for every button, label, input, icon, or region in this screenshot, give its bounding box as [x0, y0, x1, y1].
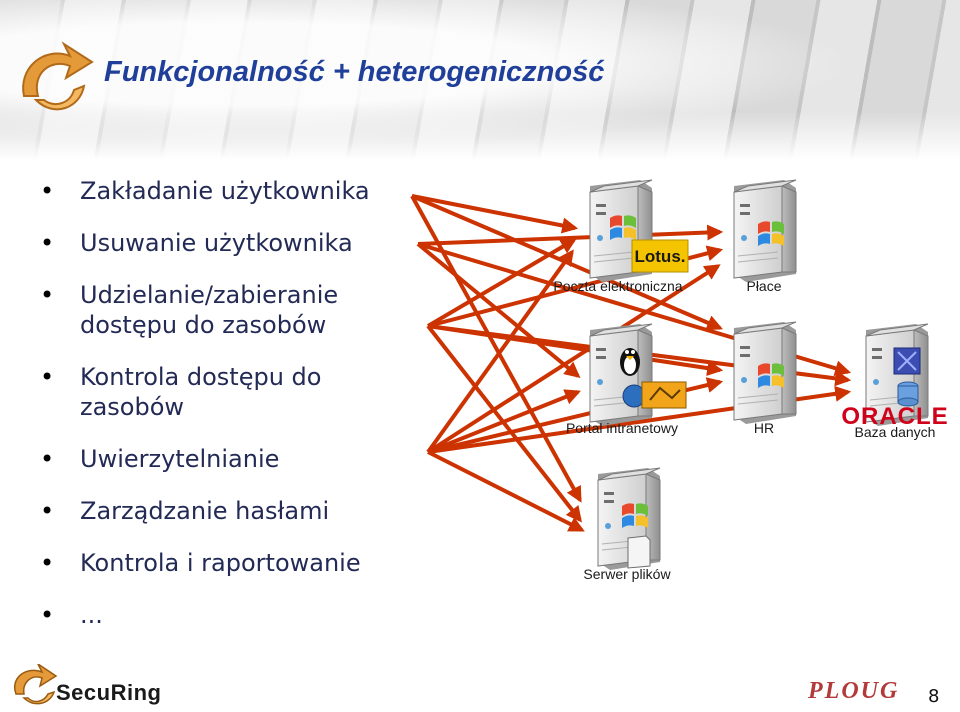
- server-baza: [865, 323, 929, 427]
- oracle-logo: ORACLE: [841, 403, 948, 430]
- bullet-item: Udzielanie/zabieranie dostępu do zasobów: [40, 280, 410, 340]
- arrow-line: [426, 249, 574, 454]
- server-tower-icon: [589, 323, 653, 427]
- securing-footer-logo-icon: [13, 664, 58, 705]
- server-pliki: [597, 467, 661, 571]
- bullet-list: Zakładanie użytkownika Usuwanie użytkown…: [40, 176, 410, 652]
- lotus-badge-text: Lotus.: [635, 247, 686, 266]
- arrow-line: [417, 224, 724, 246]
- server-portal: [589, 323, 687, 427]
- header-background: [0, 0, 960, 160]
- bullet-item: ...: [40, 600, 410, 630]
- server-label-hr: HR: [754, 420, 774, 436]
- file-icon: [627, 535, 651, 569]
- arrow-line: [416, 242, 581, 379]
- network-icon: [641, 381, 687, 409]
- bullet-item: Zarządzanie hasłami: [40, 496, 410, 526]
- server-label-pliki: Serwer plików: [583, 566, 671, 582]
- server-hr: [733, 321, 797, 425]
- slide-title: Funkcjonalność + heterogeniczność: [104, 56, 605, 88]
- server-label-portal: Portal intranetowy: [566, 420, 678, 436]
- server-poczta: Lotus.: [589, 179, 689, 283]
- server-label-place: Płace: [746, 278, 781, 294]
- bullet-item: Kontrola i raportowanie: [40, 548, 410, 578]
- arrow-line: [426, 264, 721, 454]
- bullet-item: Uwierzytelnianie: [40, 444, 410, 474]
- lotus-badge: [631, 239, 689, 273]
- server-place: [733, 179, 797, 283]
- ploug-logo: PLOUG: [808, 678, 900, 704]
- footer-company-name: SecuRing: [56, 680, 162, 705]
- tux-penguin-icon: [620, 348, 640, 376]
- arrow-line: [410, 195, 582, 503]
- securing-arrow-logo-icon: [22, 41, 94, 111]
- bullet-item: Usuwanie użytkownika: [40, 228, 410, 258]
- arrow-line: [426, 238, 577, 328]
- bullet-item: Zakładanie użytkownika: [40, 176, 410, 206]
- bullet-item: Kontrola dostępu do zasobów: [40, 362, 410, 422]
- server-label-baza: Baza danych: [855, 424, 936, 440]
- server-label-poczta: Poczta elektroniczna: [553, 278, 682, 294]
- arrow-line: [427, 450, 585, 532]
- arrow-line: [411, 194, 579, 234]
- page-number: 8: [928, 686, 940, 707]
- arrow-line: [427, 389, 581, 454]
